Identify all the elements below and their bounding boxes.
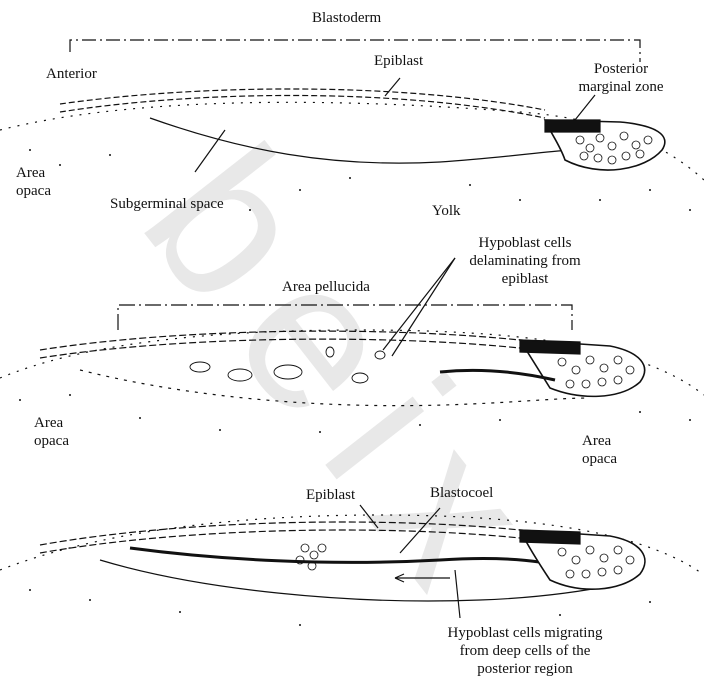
label-epiblast-bottom: Epiblast	[306, 486, 355, 504]
label-area-pellucida: Area pellucida	[282, 278, 370, 296]
label-posterior-marginal-zone-line2: marginal zone	[566, 78, 676, 96]
label-area-opaca-top-line1: Area	[16, 164, 51, 182]
label-hypoblast-delaminating-line1: Hypoblast cells	[450, 234, 600, 252]
label-anterior: Anterior	[46, 65, 97, 83]
label-posterior-marginal-zone-line1: Posterior	[566, 60, 676, 78]
label-epiblast-top: Epiblast	[374, 52, 423, 70]
label-area-opaca-right: Area opaca	[582, 432, 617, 468]
label-area-opaca-top-line2: opaca	[16, 182, 51, 200]
label-subgerminal-space: Subgerminal space	[110, 195, 224, 213]
label-hypoblast-migrating: Hypoblast cells migrating from deep cell…	[420, 624, 630, 678]
label-area-opaca-left-line2: opaca	[34, 432, 69, 450]
watermark: beix	[100, 105, 596, 648]
label-hypoblast-migrating-line2: from deep cells of the	[420, 642, 630, 660]
label-yolk: Yolk	[432, 202, 461, 220]
label-area-opaca-right-line1: Area	[582, 432, 617, 450]
label-area-opaca-top: Area opaca	[16, 164, 51, 200]
epiblast-sheet-top	[60, 95, 545, 118]
label-hypoblast-delaminating-line2: delaminating from	[450, 252, 600, 270]
blastoderm-bracket	[70, 40, 640, 62]
label-hypoblast-migrating-line3: posterior region	[420, 660, 630, 678]
subgerminal-floor	[150, 118, 570, 163]
label-hypoblast-delaminating-line3: epiblast	[450, 270, 600, 288]
watermark-text: beix	[100, 105, 596, 648]
label-area-opaca-left-line1: Area	[34, 414, 69, 432]
label-hypoblast-delaminating: Hypoblast cells delaminating from epibla…	[450, 234, 600, 288]
label-area-opaca-left: Area opaca	[34, 414, 69, 450]
label-blastoderm: Blastoderm	[312, 9, 381, 27]
label-hypoblast-migrating-line1: Hypoblast cells migrating	[420, 624, 630, 642]
label-blastocoel: Blastocoel	[430, 484, 493, 502]
label-area-opaca-right-line2: opaca	[582, 450, 617, 468]
label-posterior-marginal-zone: Posterior marginal zone	[566, 60, 676, 96]
